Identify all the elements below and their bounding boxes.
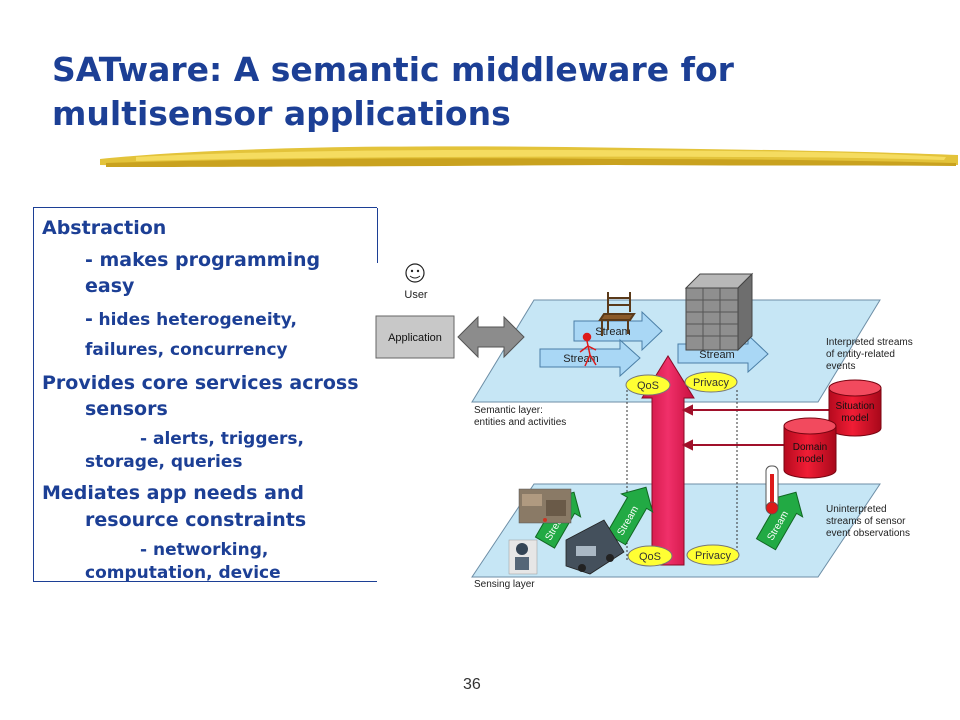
- panel-right-border: [377, 208, 378, 263]
- stream-label: Stream: [563, 353, 598, 365]
- semantic-layer-label-1: Semantic layer:: [474, 405, 543, 416]
- thermometer-icon: [765, 465, 779, 515]
- application-box: Application: [375, 315, 455, 359]
- bullet-services-line1: Provides core services across: [42, 372, 359, 394]
- sensing-qos-ellipse: QoS: [627, 545, 673, 567]
- bullet-mediates-line2: resource constraints: [85, 509, 307, 531]
- model-connector-lines: [681, 404, 830, 451]
- bullet-services-line2: sensors: [85, 398, 168, 420]
- sensing-layer-label: Sensing layer: [474, 579, 535, 590]
- bullet-panel: Abstraction - makes programming easy - h…: [33, 207, 378, 583]
- building-icon: [684, 272, 754, 352]
- bullet-abstraction-line1: - makes programming: [85, 249, 321, 271]
- bullet-abstraction-line3: - hides heterogeneity,: [85, 307, 297, 331]
- domain-model-label-1: Domain: [793, 442, 827, 453]
- title-line-2: multisensor applications: [52, 94, 511, 133]
- bullet-abstraction-dash: -: [85, 308, 93, 330]
- situation-model-label-1: Situation: [836, 401, 875, 412]
- semantic-qos-ellipse: QoS: [625, 374, 671, 396]
- privacy-label: Privacy: [695, 550, 732, 562]
- bullet-mediates-line1: Mediates app needs and: [42, 482, 305, 504]
- double-arrow: [457, 315, 525, 359]
- interpreted-streams-line2: of entity-related: [826, 349, 895, 360]
- semantic-stream-arrow-1: Stream: [573, 310, 663, 352]
- interpreted-streams-line3: events: [826, 361, 855, 372]
- bullet-mediates-line3: - networking,: [140, 540, 269, 560]
- application-label: Application: [388, 332, 442, 344]
- title-line-1: SATware: A semantic middleware for: [52, 50, 734, 89]
- person-icon: [579, 332, 597, 367]
- semantic-privacy-ellipse: Privacy: [684, 371, 738, 393]
- bullet-abstraction-line2: easy: [85, 275, 135, 297]
- semantic-layer-label-2: entities and activities: [474, 417, 566, 428]
- satware-architecture-diagram: Stream Stream Stream QoS Privacy: [375, 263, 913, 590]
- semantic-stream-arrow-2: Stream: [539, 338, 641, 378]
- qos-label: QoS: [637, 380, 659, 392]
- uninterpreted-streams-line1: Uninterpreted: [826, 504, 887, 515]
- situation-model-label-2: model: [841, 413, 868, 424]
- stream-label: Stream: [595, 326, 630, 338]
- title-underline-brush: [100, 146, 958, 167]
- uninterpreted-streams-line2: streams of sensor: [826, 516, 906, 527]
- user-smiley-icon: [405, 263, 425, 283]
- bullet-abstraction-heading: Abstraction: [42, 217, 167, 239]
- up-arrow: [641, 355, 695, 566]
- situation-model-cylinder: Situation model: [828, 379, 882, 437]
- bullet-mediates-line4: computation, device: [85, 563, 281, 583]
- domain-model-label-2: model: [796, 454, 823, 465]
- user-label: User: [404, 289, 428, 301]
- robot-photo: [508, 539, 538, 575]
- qos-label: QoS: [639, 551, 661, 563]
- page-number: 36: [463, 676, 481, 693]
- privacy-label: Privacy: [693, 377, 730, 389]
- bullet-abstraction-line4: failures, concurrency: [85, 340, 288, 360]
- domain-model-cylinder: Domain model: [783, 417, 837, 479]
- bullet-services-line3: - alerts, triggers,: [140, 429, 304, 449]
- sensor-device-photo: [565, 519, 625, 575]
- bullet-services-line4: storage, queries: [85, 452, 243, 472]
- sensing-privacy-ellipse: Privacy: [686, 544, 740, 566]
- interpreted-streams-line1: Interpreted streams: [826, 337, 913, 348]
- stream-label: Stream: [699, 349, 734, 361]
- slide-title: SATware: A semantic middleware for multi…: [52, 48, 912, 136]
- bullet-abstraction-line3-text: hides heterogeneity,: [98, 310, 297, 330]
- camera-photo: [518, 488, 572, 524]
- chair-icon: [598, 292, 636, 336]
- uninterpreted-streams-line3: event observations: [826, 528, 910, 539]
